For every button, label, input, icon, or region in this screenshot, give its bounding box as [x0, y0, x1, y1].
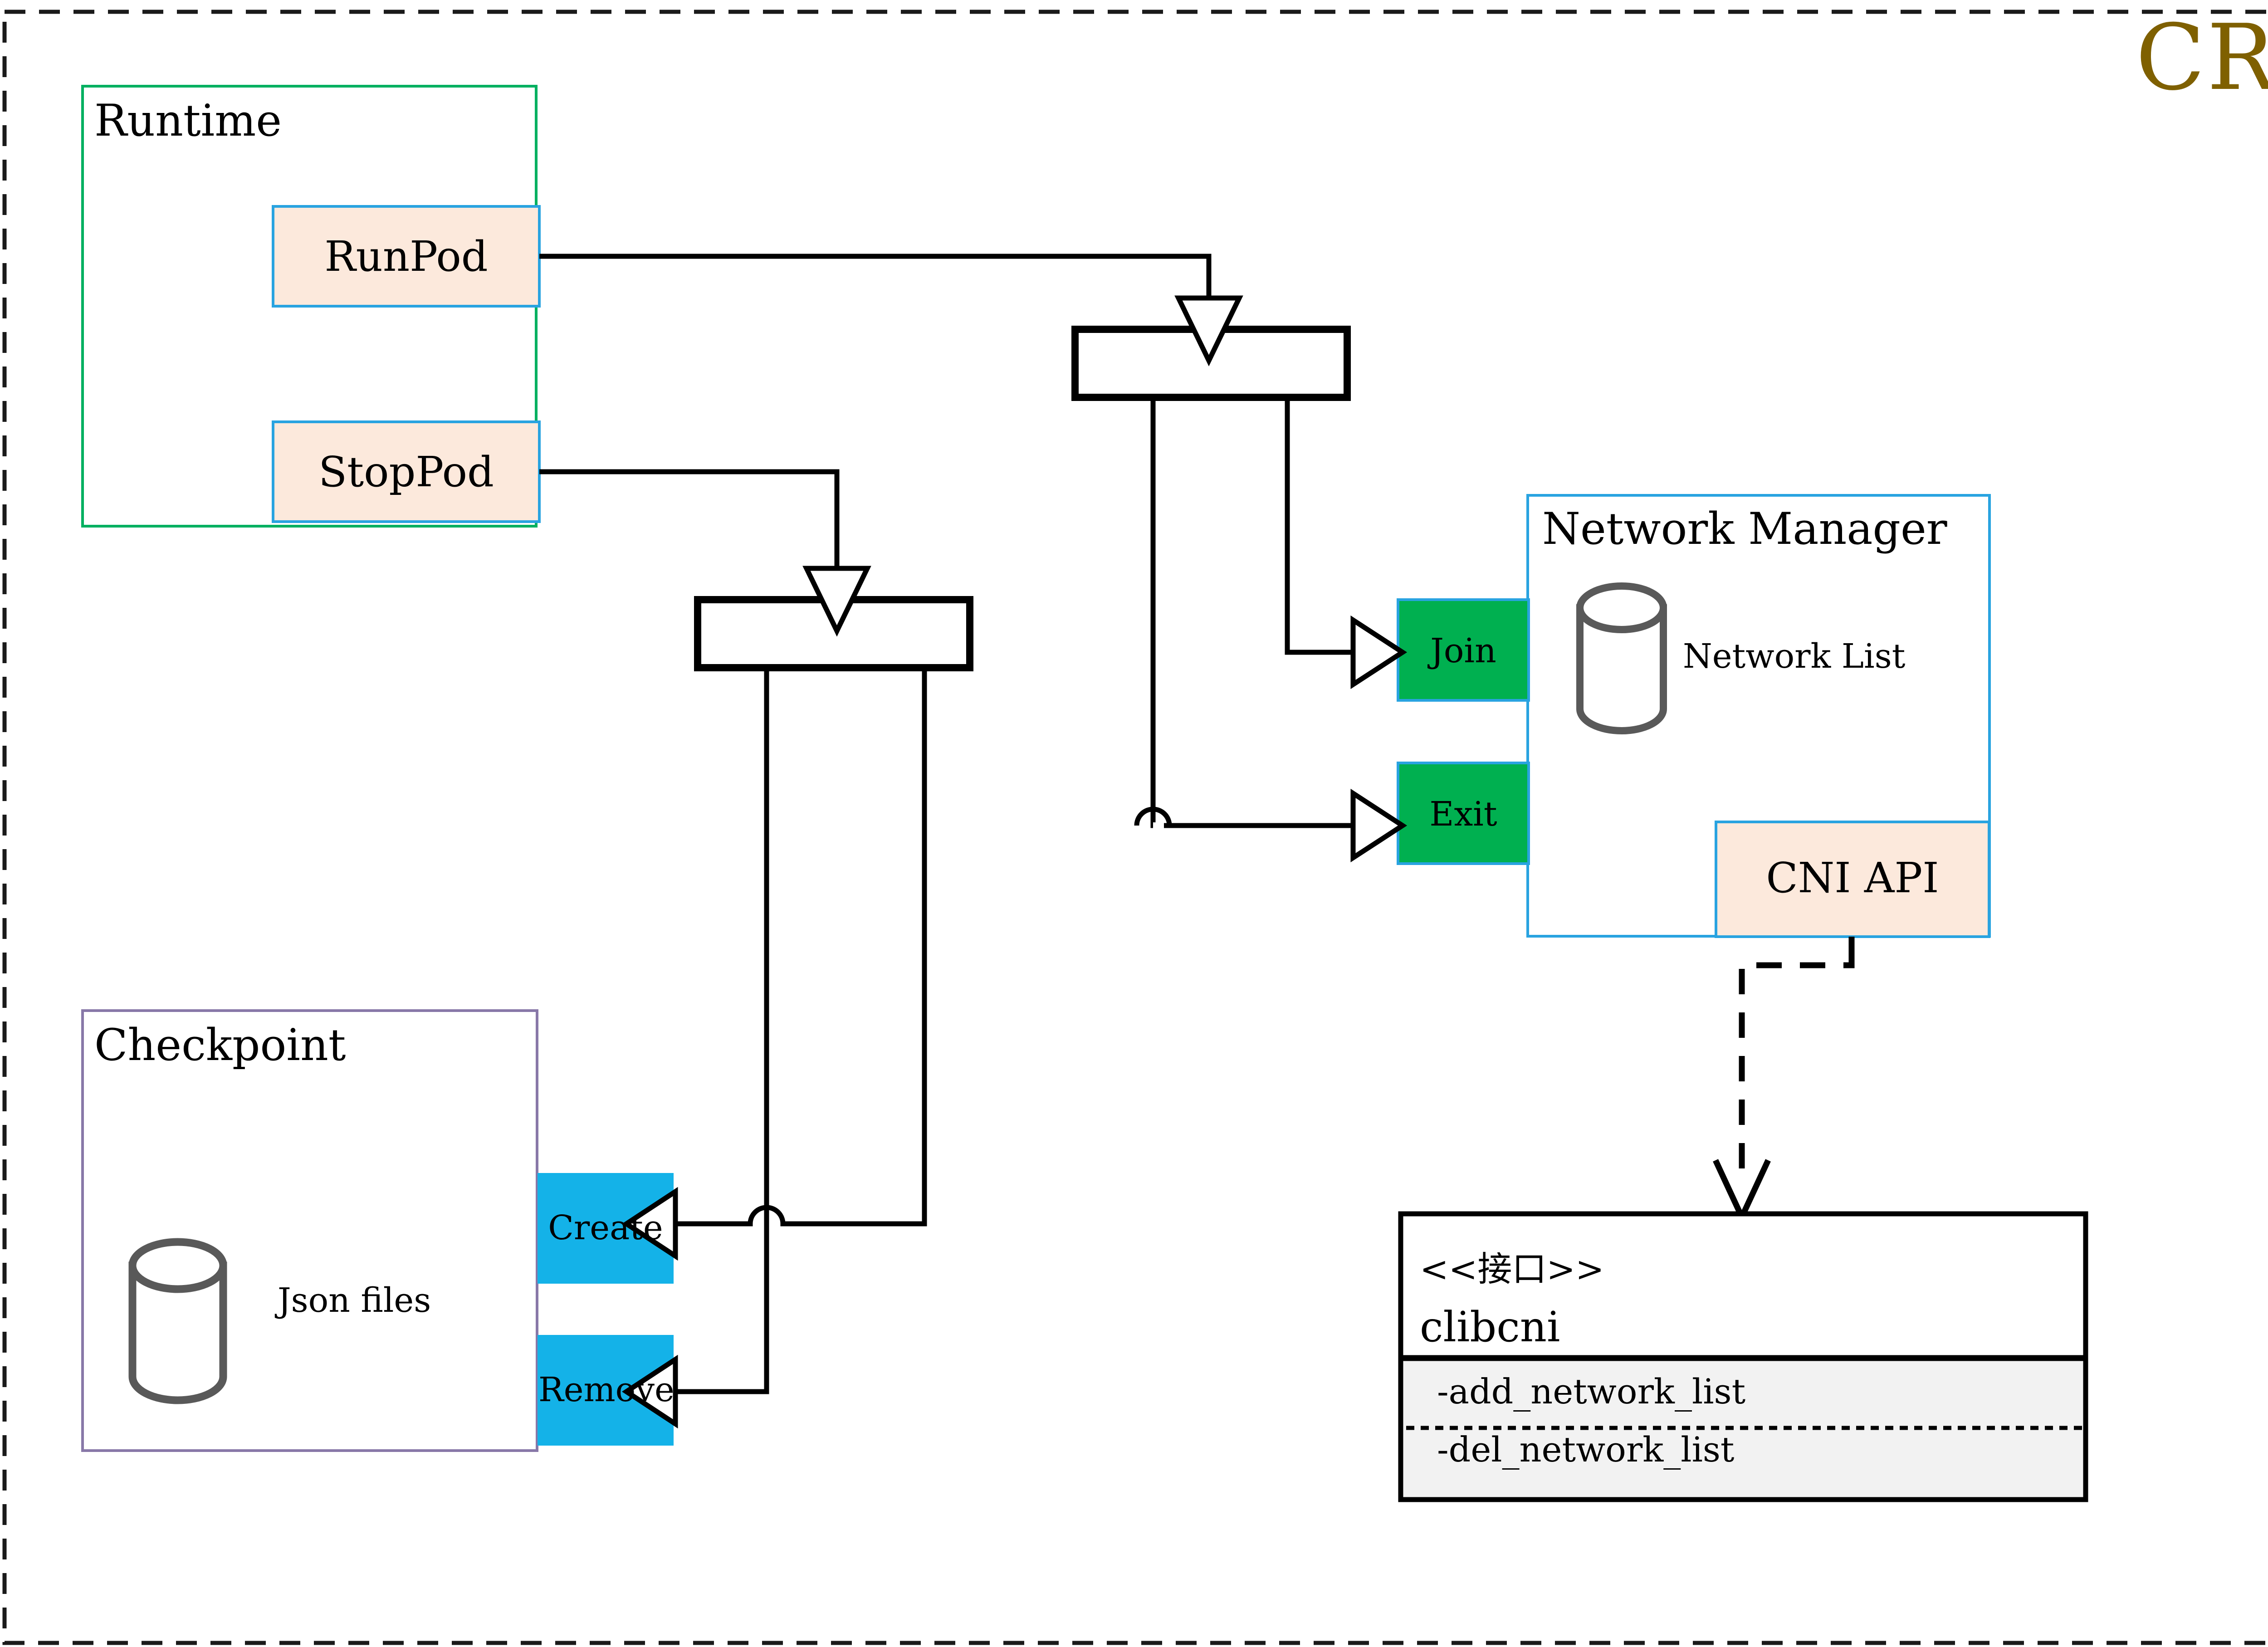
- node-label-runpod: RunPod: [324, 232, 488, 281]
- arrowhead-into-fork-bottom: [802, 566, 871, 637]
- arrowhead-into-exit: [1350, 788, 1408, 863]
- store-label-network-list: Network List: [1683, 637, 1906, 676]
- interface-method-del-network-list: -del_network_list: [1437, 1429, 1735, 1470]
- node-join[interactable]: [1397, 598, 1530, 702]
- interface-method-add-network-list: -add_network_list: [1437, 1371, 1746, 1412]
- network-list-cylinder-icon: [1576, 582, 1667, 734]
- edge-runpod-to-fork-top: [539, 254, 1212, 298]
- arrowhead-into-fork-top: [1174, 295, 1243, 367]
- line-hop-exit-arc: [1134, 806, 1172, 826]
- arrowhead-into-remove: [621, 1354, 678, 1429]
- node-label-stoppod: StopPod: [318, 448, 494, 496]
- node-stoppod[interactable]: [272, 420, 541, 523]
- json-files-cylinder-icon: [128, 1238, 227, 1404]
- node-exit[interactable]: [1397, 762, 1530, 865]
- store-label-json-files: Json files: [278, 1281, 431, 1320]
- package-title-network-manager: Network Manager: [1542, 503, 1947, 554]
- package-title-runtime: Runtime: [94, 95, 282, 146]
- edge-fork-top-left-leg: [1150, 397, 1353, 828]
- edge-fork-bottom-left-leg: [675, 668, 769, 1394]
- arrowhead-into-create: [621, 1187, 678, 1261]
- interface-name: clibcni: [1420, 1303, 1560, 1351]
- node-label-remove: Remove: [538, 1370, 675, 1409]
- edge-cni-api-to-clibcni: [1739, 948, 1855, 1185]
- node-label-create: Create: [548, 1208, 663, 1247]
- interface-stereotype: <<接口>>: [1420, 1249, 1604, 1289]
- package-title-checkpoint: Checkpoint: [94, 1020, 346, 1070]
- arrowhead-into-join: [1350, 615, 1408, 689]
- page-title: CRI: [2136, 5, 2268, 111]
- edge-fork-bottom-right-leg: [675, 668, 927, 1227]
- edge-fork-top-right-leg: [1285, 397, 1353, 655]
- node-label-exit: Exit: [1429, 795, 1497, 834]
- node-label-join: Join: [1430, 631, 1496, 670]
- arrowhead-into-clibcni: [1713, 1159, 1771, 1224]
- node-label-cni-api: CNI API: [1766, 854, 1939, 902]
- outer-frame: [2, 10, 2268, 1645]
- edge-stoppod-to-fork-bottom: [539, 469, 840, 568]
